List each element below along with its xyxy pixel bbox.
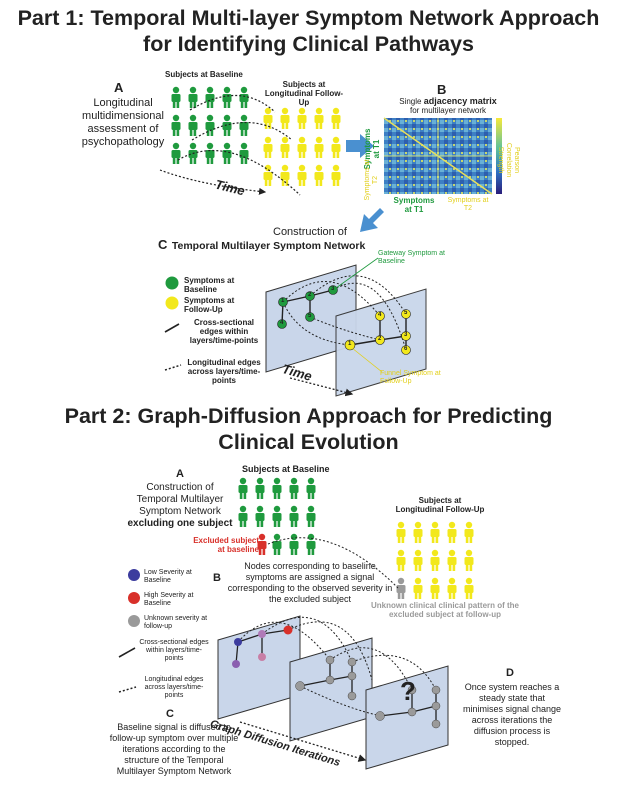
followup-symptom-nodes <box>344 309 411 355</box>
legend-followup-dot <box>165 296 179 310</box>
node-number: 4 <box>280 320 284 326</box>
baseline-subjects-group <box>171 86 249 164</box>
part1-followup-label: Subjects at Longitudinal Follow-Up <box>264 80 344 107</box>
legend-high-severity-dot <box>128 592 140 604</box>
part1-panel-c-heading: C Temporal Multilayer Symptom Network <box>158 238 458 253</box>
part1-baseline-label: Subjects at Baseline <box>165 70 243 79</box>
legend-cross-edges-label: Cross-sectional edges within layers/time… <box>189 318 259 345</box>
part1-panel-c-pre: Construction of <box>273 226 347 238</box>
funnel-symptom-label: Funnel Symptom at Follow-Up <box>380 370 441 385</box>
part2-followup-label: Subjects at Longitudinal Follow-Up <box>395 496 485 514</box>
node-number: 5 <box>308 313 312 319</box>
unknown-pattern-label: Unknown clinical clinical pattern of the… <box>370 601 520 619</box>
part2-panel-c-letter: C <box>166 708 174 720</box>
part2-panel-a-description: Construction of Temporal Multilayer Symp… <box>118 482 242 530</box>
part1-title-line2: for Identifying Clinical Pathways <box>143 32 474 56</box>
node-number: 3 <box>404 332 408 338</box>
part1-panel-c-title: Temporal Multilayer Symptom Network <box>171 240 366 252</box>
part2-panel-d-letter: D <box>506 667 514 679</box>
part1-panel-a-description: Longitudinal multidimensional assessment… <box>81 97 165 148</box>
matrix-left-t2-label: Symptoms at T2 <box>364 159 379 201</box>
p2a-line2: Temporal Multilayer <box>136 494 224 505</box>
part2-panel-c-description: Baseline signal is diffused to follow-up… <box>109 722 239 776</box>
part2-panel-d-description: Once system reaches a steady state that … <box>462 682 562 747</box>
colorbar <box>496 118 502 194</box>
part2-baseline-label: Subjects at Baseline <box>242 464 330 474</box>
part1-title-line1: Part 1: Temporal Multi-layer Symptom Net… <box>17 6 600 30</box>
p2a-line4: excluding one subject <box>127 518 233 529</box>
matrix-title-bold: adjacency matrix <box>423 96 497 106</box>
p2-legend-long-edges-label: Longitudinal edges across layers/time-po… <box>144 676 204 699</box>
legend-unknown-dot <box>128 615 140 627</box>
excluded-subject-label: Excluded subject at baseline <box>193 536 259 554</box>
legend-baseline-dot <box>165 276 179 290</box>
matrix-title-post: for multilayer network <box>409 106 487 115</box>
node-number: 3 <box>331 286 335 292</box>
node-number: 2 <box>308 292 312 298</box>
gateway-symptom-label: Gateway Symptom at Baseline <box>378 250 445 265</box>
legend-unknown-label: Unknown severity at follow-up <box>144 615 208 630</box>
question-mark: ? <box>400 676 416 706</box>
legend-low-severity-label: Low Severity at Baseline <box>144 569 192 584</box>
p2a-line1: Construction of <box>146 482 214 493</box>
part1-panel-b-letter: B <box>437 82 447 97</box>
colorbar-label: Pearson Correlation Strength <box>497 142 520 178</box>
part2-title-line1: Part 2: Graph-Diffusion Approach for Pre… <box>64 404 553 428</box>
legend-high-severity-label: High Severity at Baseline <box>144 592 194 607</box>
part2-panel-a-letter: A <box>176 468 184 480</box>
p2-followup-subjects-group <box>396 521 474 599</box>
node-number: 5 <box>404 310 408 316</box>
unknown-subject-icon <box>396 577 406 599</box>
part1-panel-c-letter: C <box>158 237 168 252</box>
legend-low-severity-dot <box>128 569 140 581</box>
node-number: 6 <box>404 346 408 352</box>
legend-baseline-label: Symptoms at Baseline <box>184 276 235 294</box>
matrix-title-pre: Single <box>399 97 422 106</box>
legend-long-edges-label: Longitudinal edges across layers/time-po… <box>187 358 261 385</box>
matrix-bottom-t1-label: Symptoms at T1 <box>393 196 435 214</box>
matrix-title: Single adjacency matrix for multilayer n… <box>380 96 516 116</box>
p2a-line3: Symptom Network <box>139 506 221 517</box>
part2-panel-b-letter: B <box>213 572 221 584</box>
node-number: 2 <box>378 336 382 342</box>
node-number: 1 <box>348 341 352 347</box>
p2-legend-cross-edges-label: Cross-sectional edges within layers/time… <box>139 639 209 662</box>
legend-followup-label: Symptoms at Follow-Up <box>184 296 235 314</box>
part2-title-line2: Clinical Evolution <box>218 430 399 454</box>
matrix-bottom-t2-label: Symptoms at T2 <box>447 197 489 212</box>
node-number: 1 <box>281 298 285 304</box>
baseline-symptom-nodes <box>277 285 338 329</box>
part2-panel-b-description: Nodes corresponding to baseline symptoms… <box>227 561 393 604</box>
part1-panel-a-letter: A <box>114 80 124 95</box>
p2-layer-3 <box>365 665 449 770</box>
node-number: 4 <box>378 312 382 318</box>
